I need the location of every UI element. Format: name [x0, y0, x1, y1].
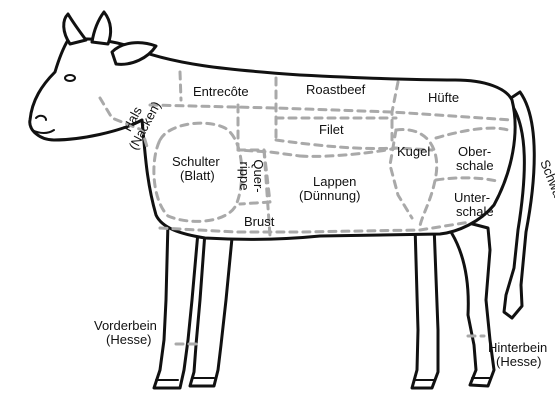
duennung-label: (Dünnung): [299, 188, 360, 203]
quer-label: Quer-: [251, 159, 266, 192]
filet-label: Filet: [319, 122, 344, 137]
near-front-leg: [154, 222, 198, 388]
hinterbein-hesse-label: (Hesse): [496, 354, 542, 369]
label-querrippe: Quer- rippe: [237, 159, 266, 192]
entrecote-label: Entrecôte: [193, 84, 249, 99]
lappen-label: Lappen: [313, 174, 356, 189]
brust-label: Brust: [244, 214, 275, 229]
rippe-label: rippe: [237, 162, 252, 191]
oberschale-label: schale: [456, 158, 494, 173]
schwanz-label: Schwanz: [537, 158, 555, 213]
blatt-label: (Blatt): [180, 168, 215, 183]
schulter-label: Schulter: [172, 154, 220, 169]
rear-far-hind-leg: [412, 225, 438, 388]
vorderbein-hesse-label: (Hesse): [106, 332, 152, 347]
roastbeef-label: Roastbeef: [306, 82, 366, 97]
rear-near-hind-leg: [438, 215, 494, 386]
right-horn: [92, 12, 111, 44]
hinterbein-label: Hinterbein: [488, 340, 547, 355]
vorderbein-label: Vorderbein: [94, 318, 157, 333]
cow-body: [30, 39, 515, 239]
unterschale-label: schale: [456, 204, 494, 219]
unter-label: Unter-: [454, 190, 490, 205]
ober-label: Ober-: [458, 144, 491, 159]
kugel-label: Kugel: [397, 144, 430, 159]
left-horn: [64, 14, 86, 44]
huefte-label: Hüfte: [428, 90, 459, 105]
